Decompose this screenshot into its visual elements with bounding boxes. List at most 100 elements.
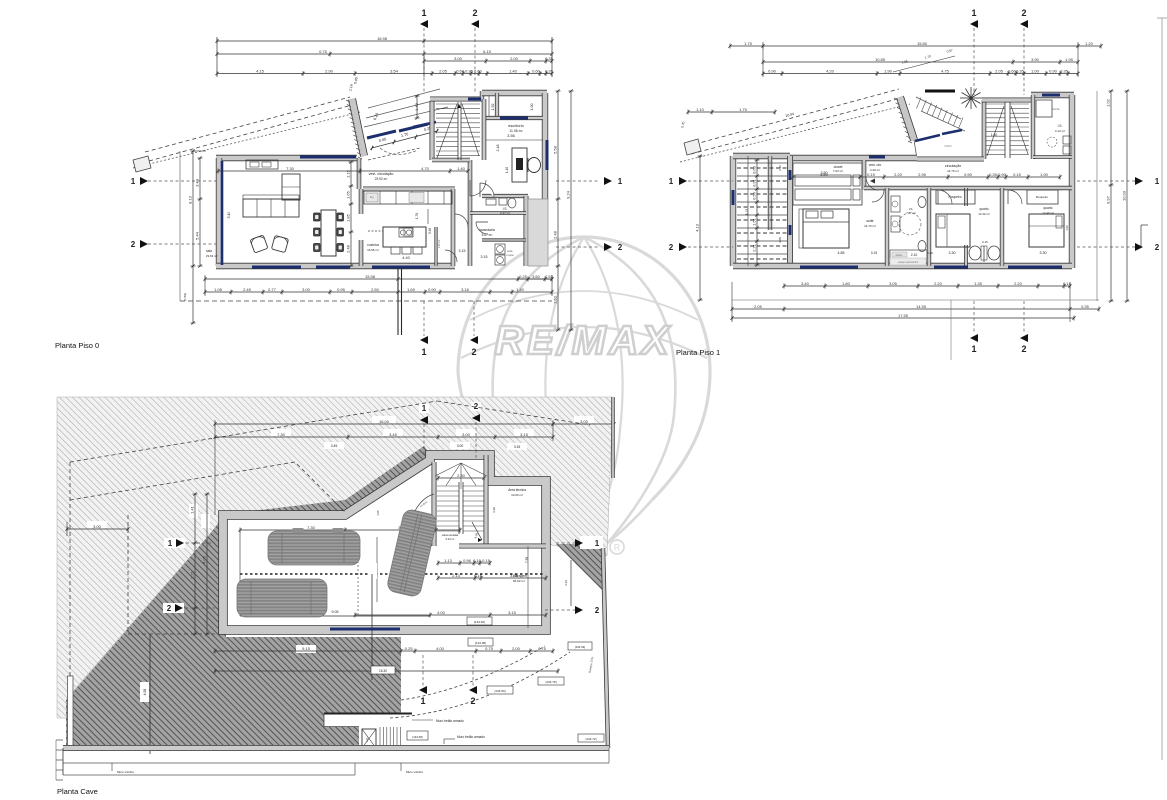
svg-text:1.90: 1.90 bbox=[1040, 172, 1049, 177]
svg-text:2: 2 bbox=[472, 8, 477, 18]
svg-text:4.70: 4.70 bbox=[421, 166, 430, 171]
svg-text:Planta Cave: Planta Cave bbox=[57, 787, 98, 796]
svg-text:2.22: 2.22 bbox=[778, 165, 782, 171]
svg-text:R: R bbox=[614, 543, 621, 553]
svg-text:2.05: 2.05 bbox=[439, 68, 448, 73]
svg-text:3.50: 3.50 bbox=[821, 171, 828, 175]
svg-text:1: 1 bbox=[421, 8, 426, 18]
svg-text:1.70: 1.70 bbox=[924, 54, 931, 60]
svg-text:1.95: 1.95 bbox=[1065, 57, 1074, 62]
svg-text:2.48: 2.48 bbox=[346, 244, 351, 253]
svg-text:3.16: 3.16 bbox=[461, 287, 470, 292]
svg-text:RE/MAX: RE/MAX bbox=[494, 317, 671, 363]
svg-text:1.69: 1.69 bbox=[407, 287, 416, 292]
svg-text:0.90: 0.90 bbox=[428, 287, 437, 292]
svg-text:0.15: 0.15 bbox=[867, 172, 876, 177]
svg-text:espaço para banho: espaço para banho bbox=[898, 261, 919, 264]
svg-text:2.50: 2.50 bbox=[371, 287, 380, 292]
svg-text:14.70 m²: 14.70 m² bbox=[947, 169, 959, 173]
svg-text:16.00: 16.00 bbox=[379, 419, 390, 424]
svg-text:0.25: 0.25 bbox=[519, 274, 528, 279]
svg-text:0.15: 0.15 bbox=[482, 558, 491, 563]
svg-text:1: 1 bbox=[618, 177, 623, 186]
svg-text:0.70: 0.70 bbox=[680, 121, 686, 128]
svg-text:4.13: 4.13 bbox=[745, 209, 749, 216]
svg-text:7.30: 7.30 bbox=[286, 166, 295, 171]
svg-text:2.30: 2.30 bbox=[457, 473, 466, 478]
svg-text:3.86: 3.86 bbox=[510, 573, 519, 578]
svg-text:1.05: 1.05 bbox=[376, 510, 380, 516]
svg-text:0.75: 0.75 bbox=[485, 646, 494, 651]
svg-text:2.05: 2.05 bbox=[754, 304, 763, 309]
svg-text:escritório: escritório bbox=[508, 124, 523, 128]
svg-text:2.95: 2.95 bbox=[918, 172, 927, 177]
svg-text:4.20: 4.20 bbox=[826, 68, 835, 73]
svg-text:0.35: 0.35 bbox=[1060, 68, 1069, 73]
svg-text:3.30: 3.30 bbox=[1040, 251, 1047, 255]
svg-text:16.98: 16.98 bbox=[377, 36, 388, 41]
svg-text:0.75: 0.75 bbox=[319, 49, 328, 54]
svg-text:14.55: 14.55 bbox=[916, 304, 927, 309]
svg-text:closet: closet bbox=[834, 165, 843, 169]
svg-text:Muro vizinho: Muro vizinho bbox=[406, 770, 423, 774]
svg-text:1.40: 1.40 bbox=[516, 287, 525, 292]
svg-text:3.45: 3.45 bbox=[331, 444, 338, 448]
svg-text:1: 1 bbox=[1155, 177, 1160, 186]
svg-text:[134.72]: [134.72] bbox=[586, 737, 597, 741]
svg-text:[134.04]: [134.04] bbox=[575, 645, 586, 649]
svg-text:1: 1 bbox=[421, 347, 426, 357]
svg-text:3.05: 3.05 bbox=[889, 281, 898, 286]
svg-text:3.90: 3.90 bbox=[1031, 57, 1040, 62]
svg-text:5.40: 5.40 bbox=[227, 212, 231, 219]
svg-text:1.02: 1.02 bbox=[1106, 98, 1111, 107]
svg-text:I.S.: I.S. bbox=[503, 207, 508, 211]
svg-text:0.52: 0.52 bbox=[545, 274, 554, 279]
svg-text:4.58: 4.58 bbox=[143, 689, 147, 696]
svg-text:0.15: 0.15 bbox=[982, 240, 988, 244]
svg-text:suite: suite bbox=[866, 219, 873, 223]
svg-text:1.80: 1.80 bbox=[842, 281, 851, 286]
svg-text:1.40: 1.40 bbox=[505, 167, 509, 173]
svg-text:7.62 m²: 7.62 m² bbox=[833, 169, 843, 173]
svg-text:5.67 m²: 5.67 m² bbox=[482, 233, 493, 237]
svg-text:3.45: 3.45 bbox=[389, 432, 398, 437]
svg-text:roupa: roupa bbox=[506, 253, 514, 257]
svg-text:0.15: 0.15 bbox=[1013, 172, 1022, 177]
svg-text:1.60: 1.60 bbox=[1065, 225, 1069, 231]
svg-text:vazio: vazio bbox=[944, 144, 952, 148]
svg-text:0.60: 0.60 bbox=[379, 137, 387, 143]
svg-text:4.00: 4.00 bbox=[436, 646, 445, 651]
svg-text:3.15: 3.15 bbox=[508, 610, 517, 615]
svg-text:Roupeiro: Roupeiro bbox=[949, 195, 962, 199]
svg-text:2.20: 2.20 bbox=[1014, 281, 1023, 286]
svg-text:1.65: 1.65 bbox=[346, 190, 351, 199]
svg-text:0.77: 0.77 bbox=[268, 287, 277, 292]
svg-text:vest. circ: vest. circ bbox=[869, 163, 882, 167]
svg-text:0.63: 0.63 bbox=[752, 165, 757, 174]
svg-text:4.15: 4.15 bbox=[256, 68, 265, 73]
svg-text:sala: sala bbox=[206, 249, 212, 253]
svg-text:9.97: 9.97 bbox=[1106, 195, 1111, 204]
svg-text:4.40: 4.40 bbox=[402, 256, 409, 260]
svg-text:9.24: 9.24 bbox=[566, 190, 571, 199]
svg-text:2.00: 2.00 bbox=[512, 646, 521, 651]
svg-text:4.12 m²: 4.12 m² bbox=[1055, 129, 1065, 133]
svg-text:cozinha: cozinha bbox=[367, 243, 379, 247]
svg-text:0.90: 0.90 bbox=[964, 172, 973, 177]
svg-text:15.80: 15.80 bbox=[917, 41, 928, 46]
svg-text:3.08: 3.08 bbox=[778, 237, 782, 243]
svg-text:10.85: 10.85 bbox=[875, 57, 886, 62]
svg-text:0.60: 0.60 bbox=[1008, 68, 1017, 73]
svg-text:3.00: 3.00 bbox=[462, 432, 471, 437]
svg-text:1: 1 bbox=[595, 539, 600, 548]
svg-text:2.20: 2.20 bbox=[934, 281, 943, 286]
svg-text:2: 2 bbox=[167, 604, 172, 613]
svg-text:[1.59]: [1.59] bbox=[183, 293, 187, 301]
svg-text:0.56: 0.56 bbox=[752, 191, 757, 200]
svg-text:1.85: 1.85 bbox=[346, 213, 351, 222]
svg-text:3.30: 3.30 bbox=[492, 507, 496, 513]
svg-text:1.40: 1.40 bbox=[509, 68, 518, 73]
svg-text:1.35: 1.35 bbox=[974, 281, 983, 286]
svg-text:0.57: 0.57 bbox=[946, 48, 953, 54]
svg-text:duche: duche bbox=[1052, 107, 1060, 111]
